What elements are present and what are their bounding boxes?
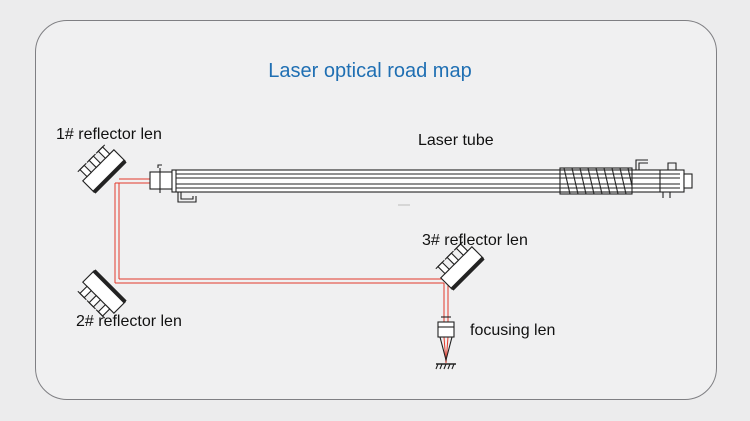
focusing-lens (435, 316, 456, 370)
diagram-title: Laser optical road map (268, 60, 471, 82)
reflector-3-label: 3# reflector len (422, 232, 528, 249)
laser-tube (149, 159, 693, 206)
reflector-1-label: 1# reflector len (56, 126, 162, 143)
diagram-panel (35, 20, 717, 400)
reflector-2 (77, 269, 127, 319)
tube-coil (559, 167, 633, 195)
reflector-3 (435, 241, 485, 291)
laser-beam-path (114, 178, 449, 364)
laser-tube-label: Laser tube (418, 132, 494, 149)
reflector-2-label: 2# reflector len (76, 313, 182, 330)
reflector-1 (77, 144, 127, 194)
focusing-lens-label: focusing len (470, 322, 555, 339)
